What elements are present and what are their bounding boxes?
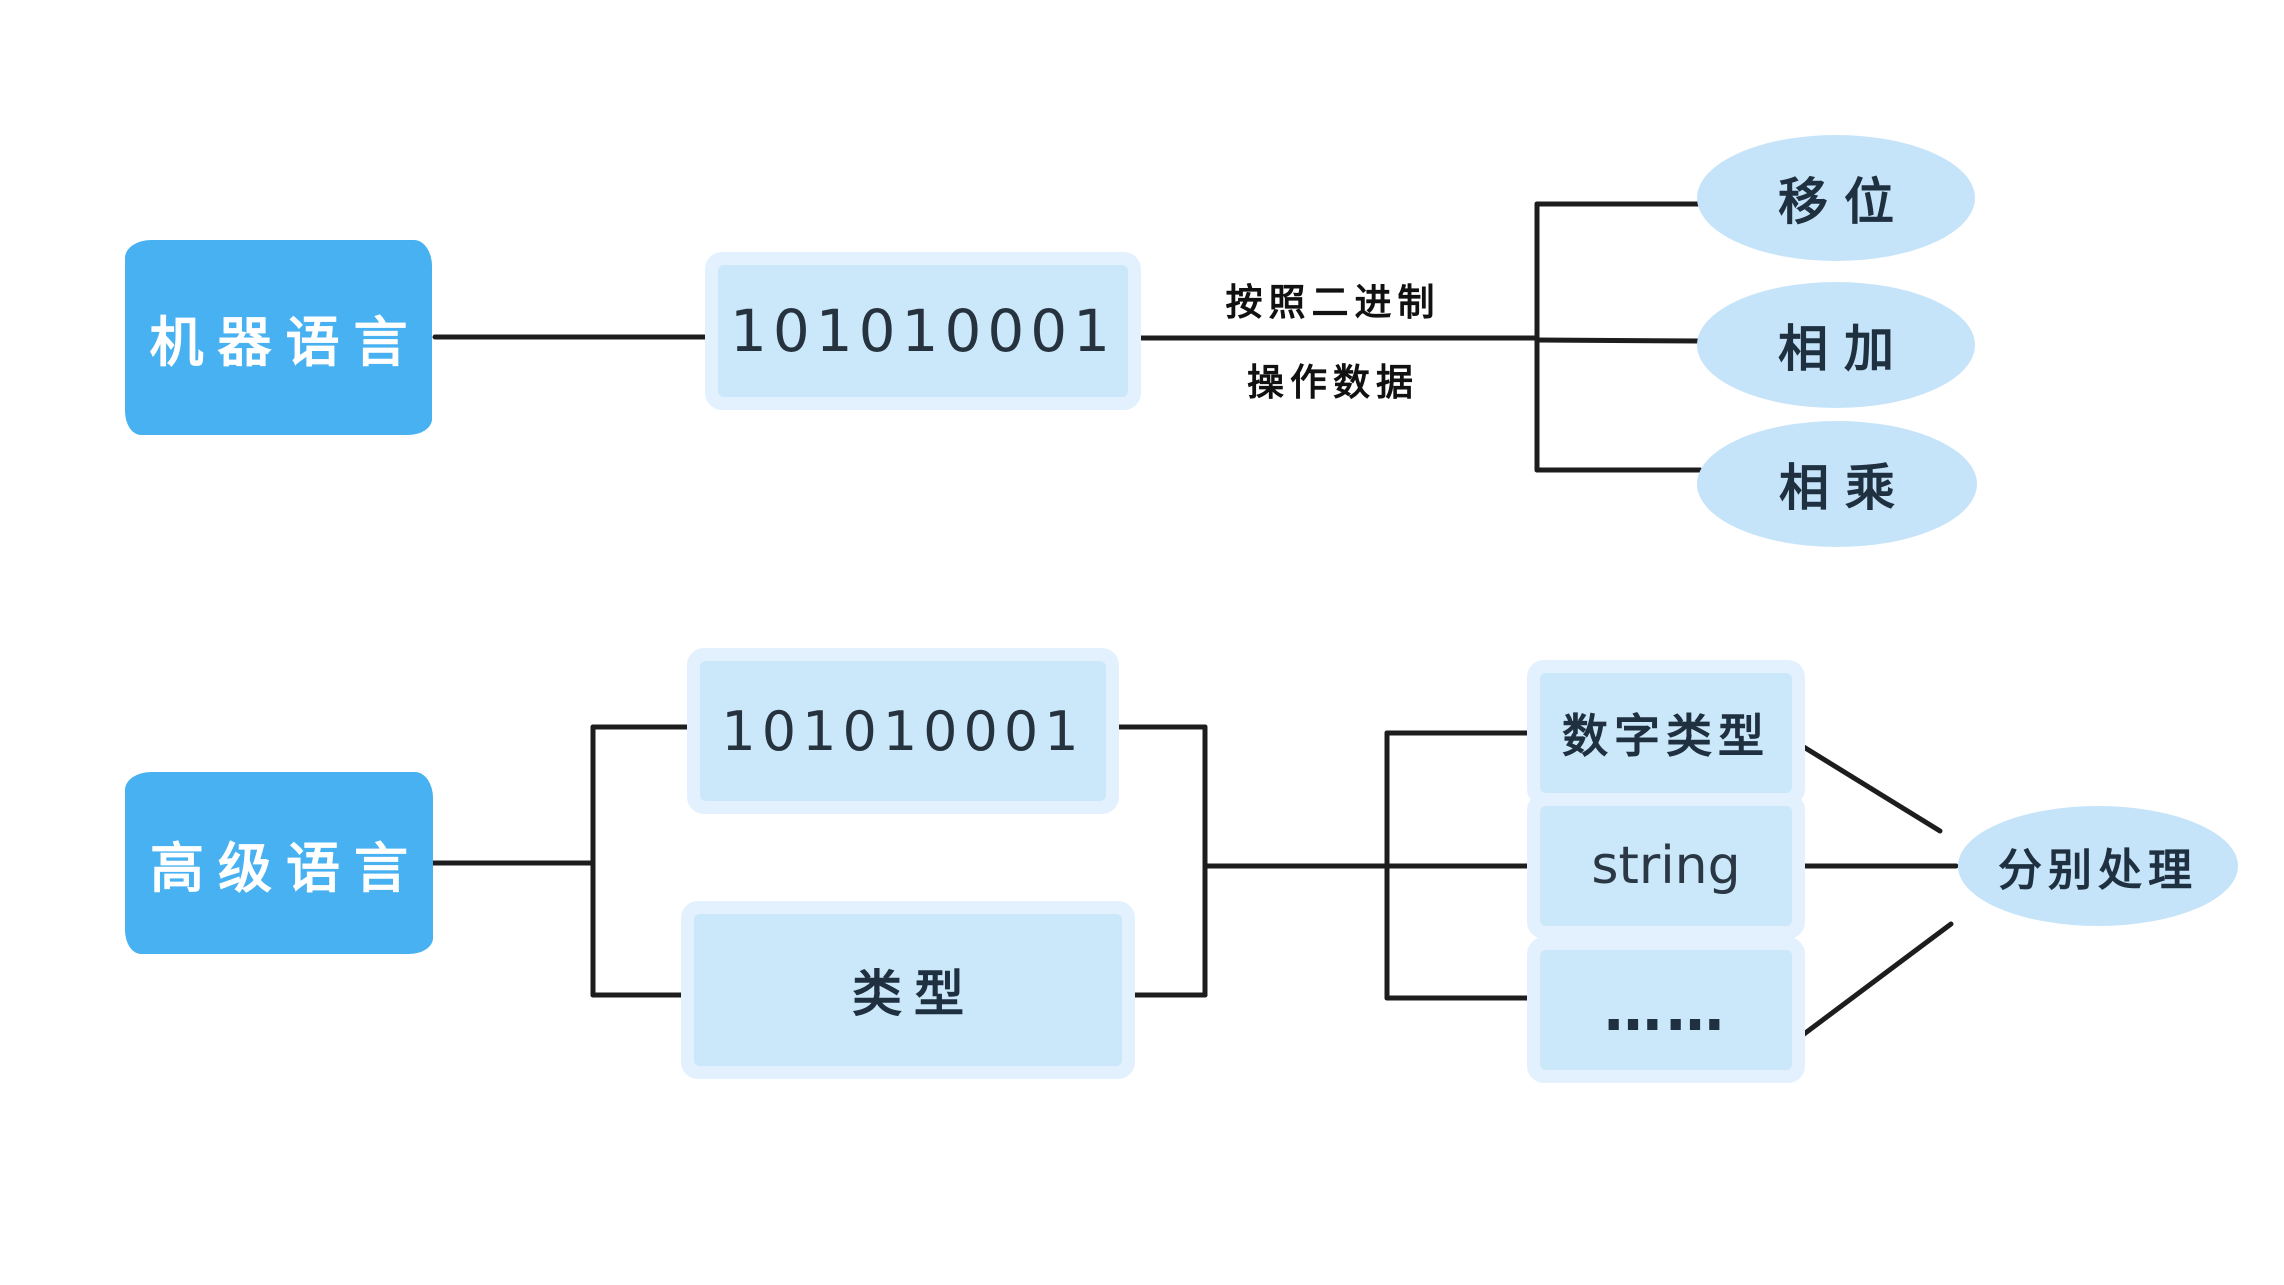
node-type: 类型 bbox=[694, 914, 1122, 1066]
valuetype-number-label: 数字类型 bbox=[1562, 709, 1770, 763]
edge-label-line1: 按照二进制 bbox=[1225, 281, 1441, 324]
node-valuetype-etc: …… bbox=[1540, 950, 1792, 1070]
node-binary-machine: 101010001 bbox=[718, 265, 1128, 397]
op-multiply-label: 相乘 bbox=[1779, 459, 1911, 517]
binary-machine-label: 101010001 bbox=[729, 297, 1117, 365]
valuetype-etc-label: …… bbox=[1604, 976, 1728, 1044]
op-add-label: 相加 bbox=[1778, 320, 1910, 378]
node-op-multiply: 相乘 bbox=[1697, 421, 1977, 547]
connector-etc-to-result bbox=[1789, 921, 1954, 1046]
node-op-add: 相加 bbox=[1697, 282, 1975, 408]
node-valuetype-number: 数字类型 bbox=[1540, 673, 1792, 793]
result-label: 分别处理 bbox=[1998, 845, 2198, 896]
edge-label-line2: 操作数据 bbox=[1247, 361, 1419, 404]
binary-highlevel-label: 101010001 bbox=[721, 699, 1085, 763]
node-result: 分别处理 bbox=[1958, 806, 2238, 926]
machine-language-label: 机器语言 bbox=[149, 311, 422, 374]
op-shift-label: 移位 bbox=[1778, 173, 1910, 231]
type-label: 类型 bbox=[852, 965, 976, 1023]
node-binary-highlevel: 101010001 bbox=[700, 661, 1106, 801]
valuetype-string-label: string bbox=[1591, 836, 1741, 896]
node-valuetype-string: string bbox=[1540, 806, 1792, 926]
node-highlevel-language: 高级语言 bbox=[125, 772, 433, 954]
connector-number-to-result bbox=[1791, 738, 1943, 834]
node-machine-language: 机器语言 bbox=[125, 240, 432, 435]
highlevel-language-label: 高级语言 bbox=[150, 836, 422, 900]
node-op-shift: 移位 bbox=[1697, 135, 1975, 261]
branch-stub-add bbox=[1534, 337, 1703, 344]
